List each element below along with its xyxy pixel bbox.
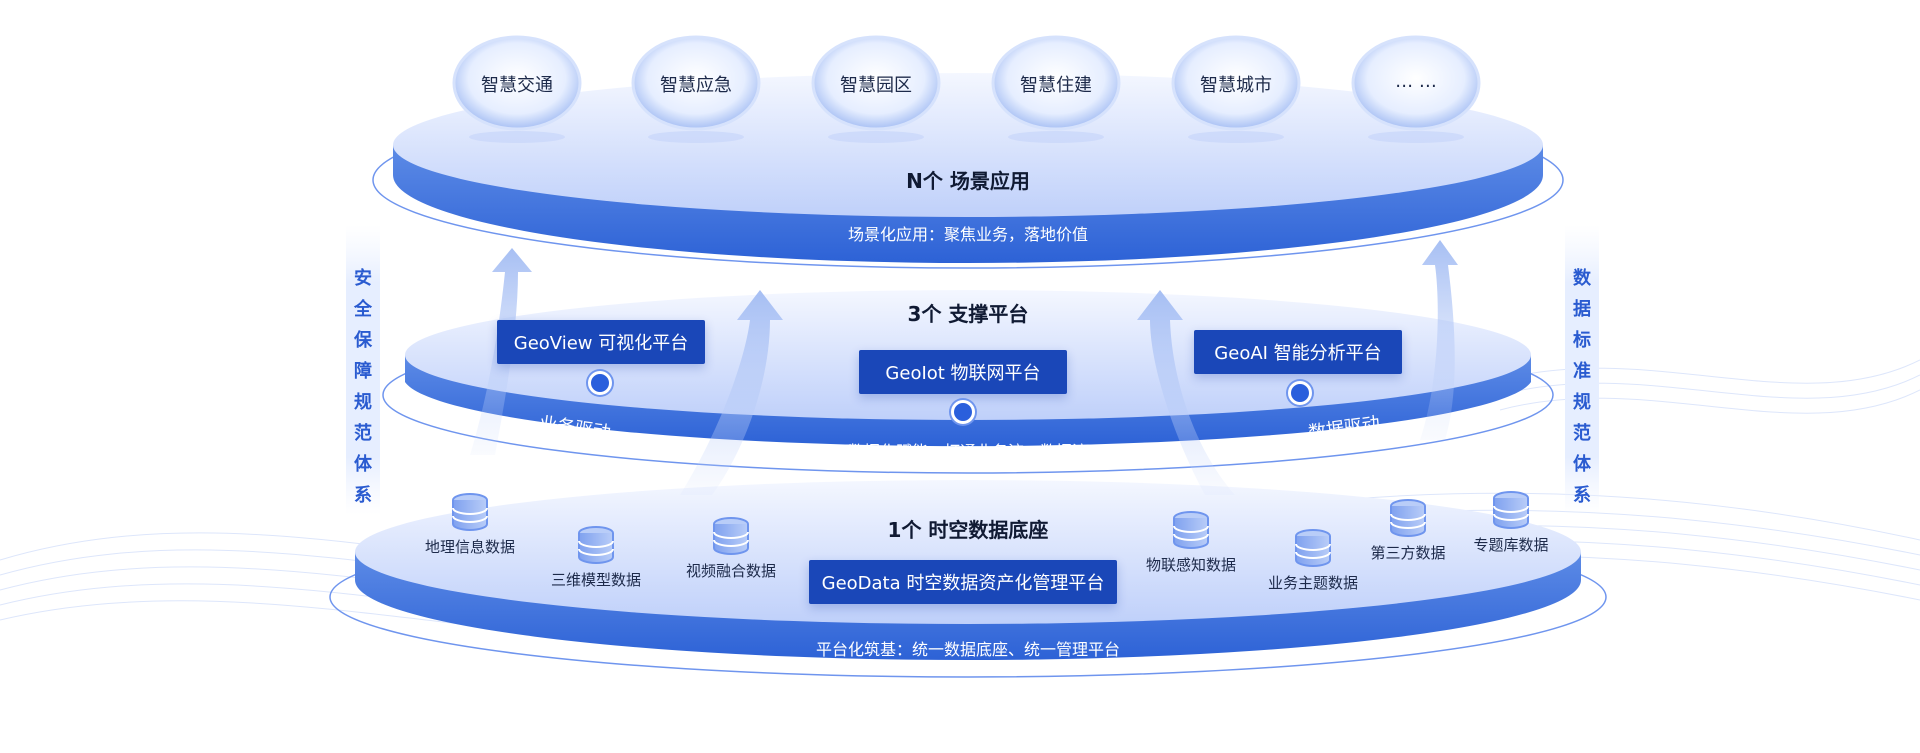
bubble-smart-park: 智慧园区	[840, 75, 912, 96]
bubble-smart-emergency: 智慧应急	[660, 75, 732, 96]
pillar-char: 体	[354, 454, 372, 475]
pillar-char: 障	[354, 361, 372, 382]
bubble-smart-city: 智慧城市	[1200, 75, 1272, 96]
bottom-layer-caption: 平台化筑基：统一数据底座、统一管理平台	[815, 640, 1120, 659]
pillar-char: 范	[1573, 423, 1591, 444]
data-item-label: 第三方数据	[1370, 544, 1446, 562]
geoiot-dot-icon	[951, 400, 975, 424]
bubble-more: … …	[1395, 71, 1437, 92]
data-item-third-party: 第三方数据	[1358, 498, 1458, 563]
data-item-thematic: 专题库数据	[1461, 490, 1561, 555]
database-icon	[1173, 511, 1209, 549]
database-icon	[1295, 529, 1331, 567]
database-icon	[713, 517, 749, 555]
pillar-char: 系	[354, 485, 372, 506]
data-item-label: 专题库数据	[1473, 536, 1549, 554]
middle-layer-title: 3个 支撑平台	[907, 302, 1029, 326]
data-item-geo: 地理信息数据	[420, 492, 520, 557]
geoview-platform-box: GeoView 可视化平台	[497, 320, 705, 364]
pillar-char: 保	[354, 330, 372, 351]
database-icon	[1493, 491, 1529, 529]
bubble-smart-transport: 智慧交通	[481, 75, 553, 96]
top-layer-caption: 场景化应用：聚焦业务，落地价值	[847, 225, 1088, 244]
geoiot-platform-box: GeoIot 物联网平台	[859, 350, 1067, 394]
pillar-char: 安	[354, 268, 372, 289]
security-pillar: 安 全 保 障 规 范 体 系	[348, 263, 378, 511]
bottom-disc	[329, 480, 1607, 678]
data-item-label: 地理信息数据	[424, 538, 515, 556]
pillar-char: 规	[354, 392, 372, 413]
data-item-business: 业务主题数据	[1263, 528, 1363, 593]
geodata-platform-box: GeoData 时空数据资产化管理平台	[809, 560, 1117, 604]
pillar-char: 标	[1573, 330, 1591, 351]
geoview-dot-icon	[588, 371, 612, 395]
bubble-smart-housing: 智慧住建	[1020, 75, 1092, 96]
pillar-char: 体	[1573, 454, 1591, 475]
pillar-char: 规	[1573, 392, 1591, 413]
database-icon	[1390, 499, 1426, 537]
right-pillar-bg	[1565, 225, 1599, 515]
left-pillar-bg	[346, 225, 380, 515]
pillar-char: 据	[1573, 299, 1591, 320]
data-item-label: 三维模型数据	[550, 571, 641, 589]
pillar-char: 系	[1573, 485, 1591, 506]
data-item-label: 业务主题数据	[1267, 574, 1358, 592]
data-item-iot: 物联感知数据	[1141, 510, 1241, 575]
pillar-char: 范	[354, 423, 372, 444]
pillar-char: 数	[1573, 268, 1591, 289]
database-icon	[578, 526, 614, 564]
pillar-char: 全	[354, 299, 372, 320]
bottom-layer-title: 1个 时空数据底座	[887, 518, 1049, 542]
data-item-video: 视频融合数据	[681, 516, 781, 581]
data-item-label: 视频融合数据	[685, 562, 776, 580]
database-icon	[452, 493, 488, 531]
top-layer-title: N个 场景应用	[906, 169, 1030, 193]
data-item-label: 物联感知数据	[1145, 556, 1236, 574]
geoai-platform-box: GeoAI 智能分析平台	[1194, 330, 1402, 374]
middle-layer-caption: 数据化赋能：打通业务流、数据流	[847, 442, 1088, 461]
pillar-char: 准	[1573, 361, 1591, 382]
data-standard-pillar: 数 据 标 准 规 范 体 系	[1567, 263, 1597, 511]
geoai-dot-icon	[1288, 381, 1312, 405]
data-item-3d-model: 三维模型数据	[546, 525, 646, 590]
scenario-bubbles	[452, 35, 1481, 143]
